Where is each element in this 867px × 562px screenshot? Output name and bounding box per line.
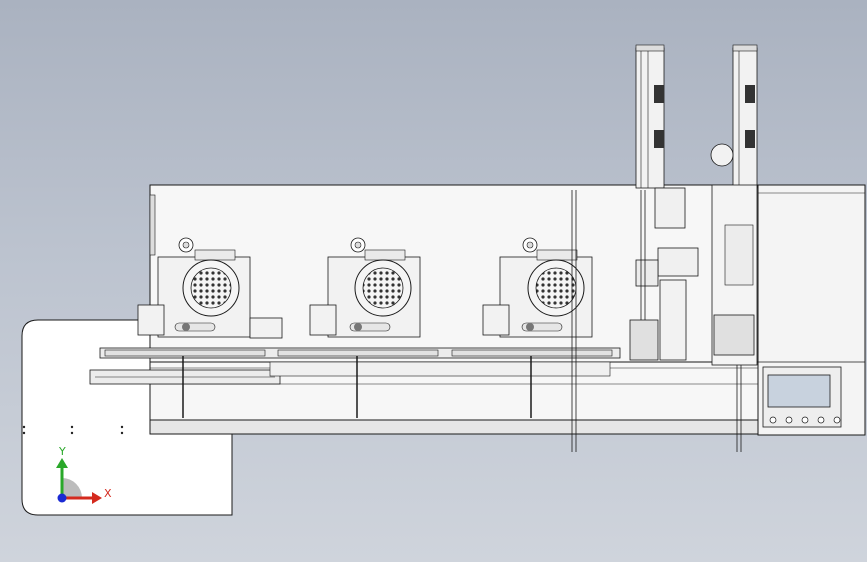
coordinate-triad: Y X	[56, 445, 112, 504]
x-axis-label: X	[104, 487, 112, 500]
hmi-button-2[interactable]	[785, 416, 793, 424]
z-axis-dot	[57, 493, 67, 503]
hmi-button-1[interactable]	[769, 416, 777, 424]
hmi-button-3[interactable]	[801, 416, 809, 424]
y-axis-label: Y	[58, 445, 66, 458]
hmi-button-4[interactable]	[817, 416, 825, 424]
hmi-panel[interactable]	[762, 366, 842, 428]
station-1	[104, 237, 283, 418]
hmi-screen[interactable]	[767, 374, 831, 408]
lift-column-2	[710, 44, 758, 452]
station-2	[277, 237, 439, 418]
hmi-button-5[interactable]	[833, 416, 841, 424]
lift-column-1	[629, 44, 699, 361]
station-3	[451, 190, 613, 452]
